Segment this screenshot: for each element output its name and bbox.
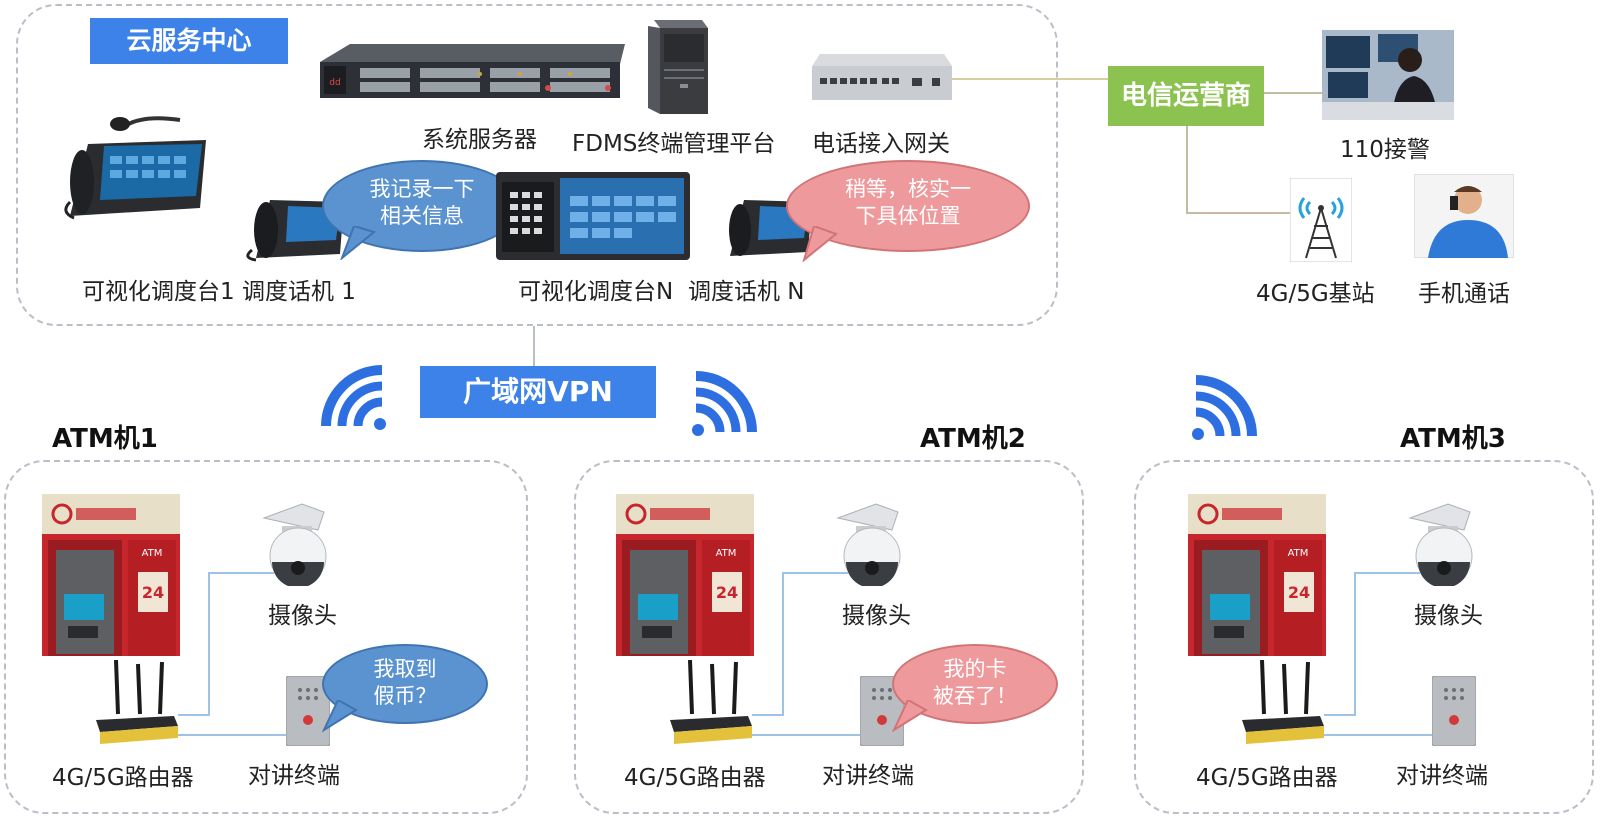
atm-2-router-camera-link-v <box>782 572 784 716</box>
dispatch-console-n-image <box>496 172 690 260</box>
atm-1-camera-label: 摄像头 <box>268 603 337 629</box>
carrier-station-link-h <box>1186 212 1290 214</box>
atm-3-router-label: 4G/5G路由器 <box>1196 765 1338 791</box>
carrier-tag: 电信运营商 <box>1108 66 1264 126</box>
svg-text:dd: dd <box>329 78 340 88</box>
mobile-label: 手机通话 <box>1418 281 1510 307</box>
base-station-image <box>1290 178 1352 262</box>
atm-2-router-camera-link-top <box>782 572 848 574</box>
station-label: 4G/5G基站 <box>1256 281 1375 307</box>
atm-3-machine-image: ATM 24 <box>1188 494 1326 656</box>
bubble-line-1: 我取到 <box>373 657 437 681</box>
gateway-label: 电话接入网关 <box>812 131 950 157</box>
atm-1-router-camera-link-h <box>178 714 208 716</box>
atm-3-router-camera-link-v <box>1354 572 1356 716</box>
wifi-icon <box>1192 375 1257 440</box>
console-n-label: 可视化调度台N <box>518 279 674 305</box>
phone-1-label: 调度话机 1 <box>242 279 356 305</box>
svg-text:24: 24 <box>1288 583 1310 602</box>
atm-2-machine-image: ATM 24 <box>616 494 754 656</box>
server-label: 系统服务器 <box>422 127 537 153</box>
atm-1-title: ATM机1 <box>52 424 158 454</box>
atm-1-intercom-image <box>286 676 330 746</box>
bubble-line-1: 我的卡 <box>943 657 1007 681</box>
svg-text:ATM: ATM <box>1288 548 1309 559</box>
atm-3-intercom-image <box>1432 676 1476 746</box>
dispatch-console-1-image <box>64 116 206 220</box>
phone-n-label: 调度话机 N <box>688 279 805 305</box>
atm-3-router-camera-link-h <box>1324 714 1354 716</box>
atm-1-machine-image: ATM 24 <box>42 494 180 656</box>
police-label: 110接警 <box>1340 137 1430 163</box>
atm-2-intercom-image <box>860 676 904 746</box>
police-call-center-image <box>1322 30 1454 120</box>
wifi-icon <box>692 371 757 436</box>
bubble-tail <box>892 700 928 733</box>
bubble-line-1: 稍等，核实一 <box>845 177 971 201</box>
carrier-station-link-v <box>1186 124 1188 214</box>
atm-2-speech-bubble: 我的卡 被吞了！ <box>892 644 1058 724</box>
bubble-line-2: 假币？ <box>373 684 437 708</box>
atm-1-camera-image <box>262 503 327 586</box>
bubble-tail <box>802 226 839 262</box>
fdms-label: FDMS终端管理平台 <box>572 131 776 157</box>
system-server-image: dd <box>320 44 625 98</box>
svg-text:ATM: ATM <box>716 548 737 559</box>
fdms-server-image <box>648 20 708 114</box>
atm-2-router-image <box>670 660 752 744</box>
atm-2-router-label: 4G/5G路由器 <box>624 765 766 791</box>
atm-3-title: ATM机3 <box>1400 424 1506 454</box>
atm-3-intercom-label: 对讲终端 <box>1396 763 1488 789</box>
svg-text:ATM: ATM <box>142 548 163 559</box>
atm-1-router-label: 4G/5G路由器 <box>52 765 194 791</box>
bubble-line-2: 下具体位置 <box>855 204 961 228</box>
console-1-label: 可视化调度台1 <box>82 279 235 305</box>
dispatch-phone-1-image <box>246 200 344 262</box>
atm-1-router-image <box>96 660 178 744</box>
bubble-tail <box>340 226 377 260</box>
atm-1-router-camera-link-top <box>208 572 274 574</box>
cloud-service-title: 云服务中心 <box>90 18 288 64</box>
svg-text:24: 24 <box>716 583 738 602</box>
atm-2-intercom-label: 对讲终端 <box>822 763 914 789</box>
mobile-user-image <box>1414 174 1514 258</box>
phone-gateway-image <box>812 54 952 100</box>
wan-vpn-tag: 广域网VPN <box>420 366 656 418</box>
bubble-tail <box>322 700 358 733</box>
svg-text:24: 24 <box>142 583 164 602</box>
wifi-icon <box>321 365 386 430</box>
atm-2-camera-image <box>836 503 901 586</box>
atm-1-router-intercom-link <box>178 734 288 736</box>
gateway-carrier-link <box>952 78 1110 80</box>
atm-1-router-camera-link-v <box>208 572 210 716</box>
bubble-line-1: 我记录一下 <box>369 177 475 201</box>
atm-2-camera-label: 摄像头 <box>842 603 911 629</box>
carrier-police-link <box>1262 92 1324 94</box>
atm-3-router-intercom-link <box>1324 734 1434 736</box>
atm-2-router-camera-link-h <box>752 714 782 716</box>
cloud-wan-link <box>533 326 535 366</box>
atm-2-router-intercom-link <box>752 734 862 736</box>
atm-3-camera-image <box>1408 503 1473 586</box>
atm-3-router-camera-link-top <box>1354 572 1420 574</box>
atm-3-router-image <box>1242 660 1324 744</box>
atm-2-title: ATM机2 <box>920 424 1026 454</box>
bubble-line-2: 被吞了！ <box>933 684 1017 708</box>
atm-1-intercom-label: 对讲终端 <box>248 763 340 789</box>
atm-3-camera-label: 摄像头 <box>1414 603 1483 629</box>
bubble-line-2: 相关信息 <box>380 204 464 228</box>
